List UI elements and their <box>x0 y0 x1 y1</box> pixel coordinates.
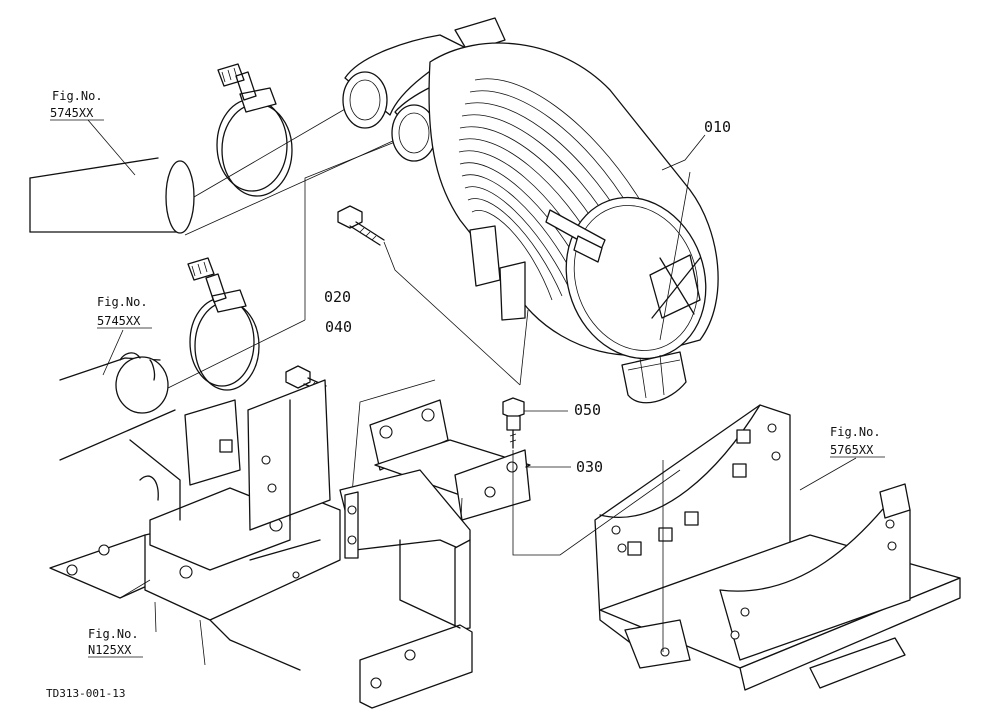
fig-ref-code: 5765XX <box>830 443 874 457</box>
bracket-030 <box>347 379 531 541</box>
bolt-050 <box>502 397 525 449</box>
fig-ref-code: 5745XX <box>97 314 141 328</box>
part-label-020: 020 <box>324 288 351 306</box>
upper-intake-hose <box>29 104 396 236</box>
fig-ref-lower-hose: Fig.No. 5745XX <box>97 295 152 329</box>
fig-ref-title: Fig.No. <box>830 425 881 439</box>
fig-ref-title: Fig.No. <box>97 295 148 309</box>
fig-ref-code: 5745XX <box>50 106 94 120</box>
air-cleaner-assembly <box>342 17 719 404</box>
fig-ref-base-frame: Fig.No. N125XX <box>88 627 143 658</box>
drawing-code: TD313-001-13 <box>46 687 125 700</box>
part-label-010: 010 <box>704 118 731 136</box>
fig-ref-title: Fig.No. <box>88 627 139 641</box>
base-frame-right <box>512 404 961 691</box>
fig-ref-upper-hose: Fig.No. 5745XX <box>50 89 104 121</box>
base-frame-left <box>49 379 341 671</box>
lower-intake-hose <box>59 139 401 461</box>
part-label-050: 050 <box>574 401 601 419</box>
leader-lines <box>87 119 857 633</box>
stay-bracket <box>339 469 473 709</box>
part-label-030: 030 <box>576 458 603 476</box>
part-label-040: 040 <box>325 318 352 336</box>
bolt-020 <box>337 205 529 386</box>
upper-hose-clamp <box>216 63 293 197</box>
fig-ref-code: N125XX <box>88 643 132 657</box>
fig-ref-right-frame: Fig.No. 5765XX <box>830 425 885 458</box>
fig-ref-title: Fig.No. <box>52 89 103 103</box>
lower-hose-clamp <box>187 257 260 391</box>
